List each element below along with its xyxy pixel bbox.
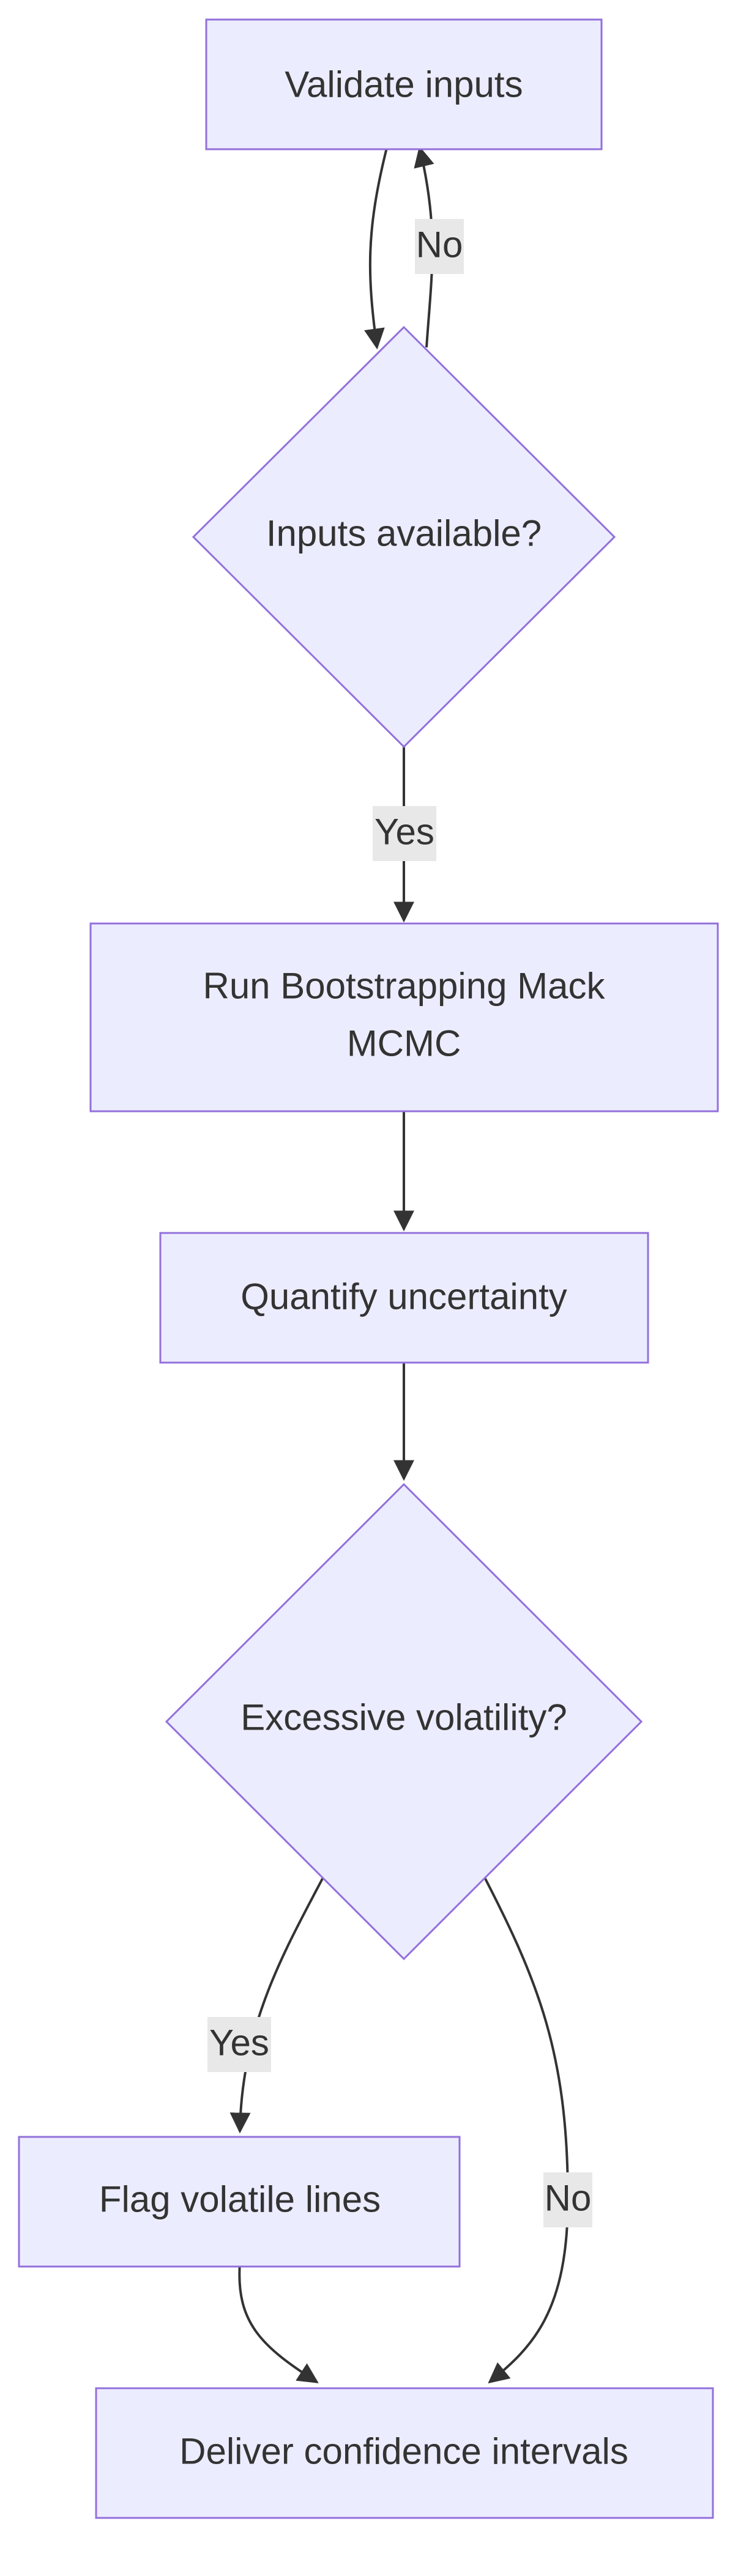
edge-validate-to-available <box>364 147 388 350</box>
edge-label-yes-bottom: Yes <box>207 2017 271 2072</box>
nodes: Validate inputs Inputs available? Run Bo… <box>18 18 719 2519</box>
edge-label-no-top: No <box>415 219 464 274</box>
node-excessive-volatility: Excessive volatility? <box>165 1482 643 1961</box>
node-validate-inputs: Validate inputs <box>205 18 603 150</box>
node-flag-volatile-lines: Flag volatile lines <box>18 2136 461 2268</box>
edge-labels: No Yes Yes No <box>207 219 592 2227</box>
edge-label-no-bottom: No <box>543 2172 592 2227</box>
node-run-bootstrapping-label-line2: MCMC <box>347 1023 461 1064</box>
node-run-bootstrapping: Run Bootstrapping Mack MCMC <box>89 922 719 1112</box>
edge-label-no-bottom-text: No <box>545 2178 592 2219</box>
edge-volatility-to-deliver-no <box>482 1875 570 2384</box>
node-deliver-confidence-intervals-label: Deliver confidence intervals <box>179 2431 628 2472</box>
node-flag-volatile-lines-label: Flag volatile lines <box>99 2179 381 2220</box>
node-deliver-confidence-intervals: Deliver confidence intervals <box>95 2387 714 2519</box>
edge-label-yes-middle: Yes <box>373 806 436 861</box>
node-quantify-uncertainty: Quantify uncertainty <box>159 1232 649 1364</box>
edge-flag-to-deliver <box>238 2262 319 2383</box>
node-run-bootstrapping-label-line1: Run Bootstrapping Mack <box>203 966 605 1007</box>
node-inputs-available: Inputs available? <box>192 325 616 749</box>
edge-volatility-to-flag-yes <box>229 1875 326 2134</box>
node-quantify-uncertainty-label: Quantify uncertainty <box>240 1276 567 1317</box>
node-inputs-available-label: Inputs available? <box>266 513 542 554</box>
edge-label-yes-middle-text: Yes <box>374 812 434 853</box>
node-validate-inputs-label: Validate inputs <box>285 64 523 105</box>
node-excessive-volatility-label: Excessive volatility? <box>240 1697 567 1738</box>
edge-label-yes-bottom-text: Yes <box>209 2023 269 2063</box>
edge-label-no-top-text: No <box>416 224 463 265</box>
